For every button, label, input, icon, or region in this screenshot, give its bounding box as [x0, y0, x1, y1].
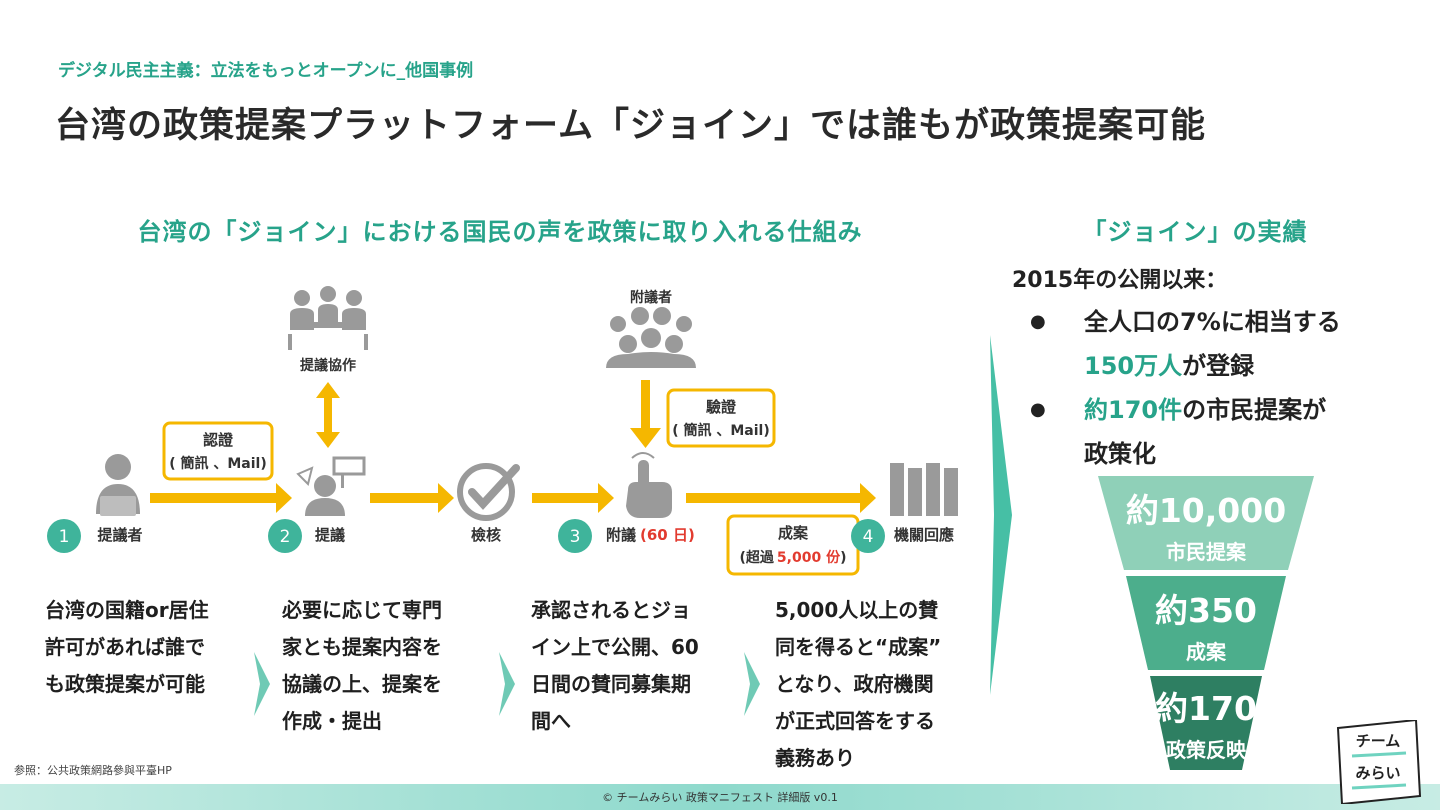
funnel-label-1: 市民提案 [1166, 540, 1246, 564]
funnel-value-3: 約170 [1155, 689, 1257, 728]
building-icon [890, 463, 958, 516]
auth-box-line2: ( 簡訊 、Mail) [169, 455, 267, 472]
svg-text:2: 2 [280, 527, 291, 547]
node-label-response: 機關回應 [894, 526, 954, 544]
result-box-line1: 成案 [778, 524, 809, 542]
page-title: 台湾の政策提案プラットフォーム「ジョイン」では誰もが政策提案可能 [55, 106, 1206, 146]
section-divider [990, 335, 1012, 695]
results-funnel: 約10,000 市民提案 約350 成案 約170 政策反映 [1098, 476, 1318, 774]
checkmark-icon [457, 463, 520, 521]
logo-line2: みらい [1355, 764, 1401, 782]
auth-box-line1: 認證 [203, 431, 234, 449]
flow-arrows [150, 380, 876, 513]
footer-bar [0, 784, 1440, 810]
verify-box-line2: ( 簡訊 、Mail) [672, 422, 770, 439]
result-bullet-2: ● 約170件の市民提案が 政策化 [1030, 396, 1327, 468]
svg-text:3: 3 [570, 527, 581, 547]
chevron-right-icon [744, 652, 760, 716]
footer-copyright: © チームみらい 政策マニフェスト 詳細版 v0.1 [602, 791, 838, 804]
funnel-label-2: 成案 [1186, 640, 1226, 664]
funnel-value-2: 約350 [1155, 591, 1257, 630]
funnel-tier-1 [1098, 476, 1314, 570]
step-desc-1: 台湾の国籍or居住 許可があれば誰で も政策提案が可能 [45, 598, 209, 696]
crowd-icon [606, 307, 696, 368]
step-badge-3: 3 [558, 519, 592, 553]
team-mirai-logo: チーム みらい [1334, 720, 1422, 804]
node-label-review: 檢核 [471, 526, 501, 544]
chevron-right-icon [254, 652, 270, 716]
breadcrumb: デジタル民主主義：立法をもっとオープンに_他国事例 [58, 61, 474, 81]
svg-text:4: 4 [863, 527, 874, 547]
person-sign-icon [296, 456, 366, 516]
node-label-proposal: 提議 [315, 526, 345, 544]
auth-box [162, 421, 274, 481]
step-desc-3: 承認されるとジョ イン上で公開、60 日間の賛同募集期 間へ [531, 598, 699, 733]
verify-box [666, 388, 776, 448]
chevron-right-icon [499, 652, 515, 716]
meeting-icon [288, 286, 368, 350]
step-desc-4: 5,000人以上の賛 同を得ると“成案” となり、政府機関 が正式回答をする 義… [775, 598, 942, 770]
node-label-proposer: 提議者 [97, 526, 142, 544]
verify-box-line1: 驗證 [706, 398, 737, 416]
node-label-support: 附議(60 日) [606, 526, 695, 544]
svg-text:1: 1 [59, 527, 70, 547]
since-text: 2015年の公開以来： [1012, 268, 1228, 293]
results-subtitle: 「ジョイン」の実績 [1082, 218, 1308, 246]
person-laptop-icon [96, 454, 140, 516]
step-badge-4: 4 [851, 519, 885, 553]
pointing-hand-icon [626, 452, 672, 518]
funnel-label-3: 政策反映 [1166, 738, 1246, 762]
reference-note: 参照：公共政策網路參與平臺HP [14, 764, 172, 777]
funnel-tier-3 [1150, 676, 1262, 770]
step-desc-2: 必要に応じて専門 家とも提案内容を 協議の上、提案を 作成・提出 [282, 598, 442, 733]
funnel-tier-2 [1126, 576, 1286, 670]
step-badge-2: 2 [268, 519, 302, 553]
supporters-label: 附議者 [630, 289, 672, 306]
step-badge-1: 1 [47, 519, 81, 553]
funnel-value-1: 約10,000 [1125, 491, 1287, 530]
mechanism-subtitle: 台湾の「ジョイン」における国民の声を政策に取り入れる仕組み [137, 218, 863, 246]
collab-label: 提議協作 [300, 357, 356, 374]
result-bullet-1: ● 全人口の7%に相当する 150万人が登録 [1030, 308, 1341, 380]
logo-line1: チーム [1355, 732, 1401, 750]
